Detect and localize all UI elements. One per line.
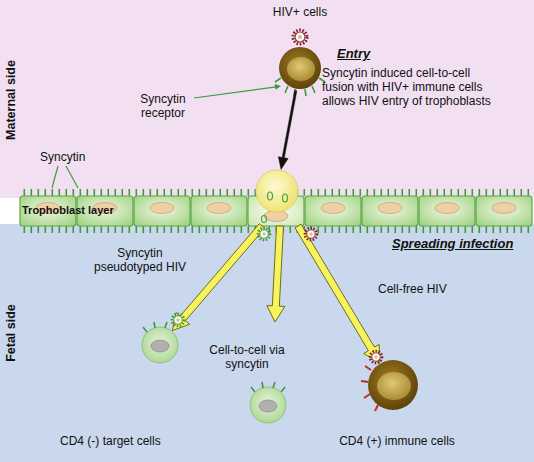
trophoblast-cell <box>305 196 361 226</box>
node-label: HIV+ cells <box>273 5 327 19</box>
pseudotyped-virus <box>172 314 184 326</box>
section-heading: Entry <box>337 46 370 61</box>
trophoblast-nucleus <box>492 203 516 214</box>
fused-hiv-cell <box>283 194 288 202</box>
trophoblast-cell <box>134 196 190 226</box>
syncytin-receptor <box>154 322 155 328</box>
edge-label: Cell-free HIV <box>378 282 447 296</box>
spreading-arrow <box>295 224 380 362</box>
trophoblast-layer: Trophoblast layer <box>0 196 534 226</box>
hiv-virus <box>370 351 382 363</box>
node-label: Maternal side <box>4 60 19 140</box>
fused-hiv-cell <box>262 216 267 223</box>
node-label: CD4 (+) immune cells <box>339 434 455 448</box>
cd4-receptor <box>365 366 371 370</box>
node-label: Fetal side <box>4 304 19 362</box>
trophoblast-cell <box>191 196 247 226</box>
hiv-virus <box>305 228 317 240</box>
syncytin-receptor <box>273 382 275 388</box>
hiv-virus <box>374 355 377 358</box>
hiv-virus <box>372 353 380 361</box>
trophoblast-cell <box>419 196 475 226</box>
spreading-arrow <box>172 224 264 331</box>
cd4-negative-cell <box>250 387 286 423</box>
leader-line <box>52 84 281 188</box>
syncytin-receptor <box>281 387 285 392</box>
cd4-negative-cell <box>259 400 277 412</box>
trophoblast-nucleus <box>207 203 231 214</box>
syncytin-receptor <box>251 387 255 392</box>
pseudotyped-virus <box>258 228 270 240</box>
pseudotyped-virus <box>260 230 268 238</box>
edge-label: Syncytin pseudotyped HIV <box>88 246 192 274</box>
hiv-virus <box>298 35 302 39</box>
description-text: Syncytin induced cell-to-cell fusion wit… <box>322 66 500 108</box>
callout-label: Syncytin receptor <box>131 92 195 120</box>
trophoblast-cell <box>476 196 532 226</box>
leader-line <box>194 87 276 98</box>
syncytin-receptor <box>262 382 263 388</box>
cd4-positive-cell <box>368 360 418 410</box>
fused-hiv-cell <box>268 192 273 200</box>
trophoblast-cell <box>362 196 418 226</box>
cd4-receptor <box>361 381 368 382</box>
node-label: Trophoblast layer <box>22 204 114 217</box>
leader-line <box>275 84 281 90</box>
cd4-negative-cell <box>151 340 169 352</box>
pseudotyped-virus <box>176 318 179 321</box>
cd4-negative-cells: CD4 (-) target cells <box>55 322 305 452</box>
cd4-negative-cell <box>142 327 178 363</box>
pseudotyped-virus <box>262 232 265 235</box>
pseudotyped-virus <box>172 228 270 326</box>
fused-hiv-cell <box>256 170 298 212</box>
entry-arrow <box>278 90 297 169</box>
syncytin-receptor <box>305 89 306 96</box>
syncytin-receptor <box>312 86 315 93</box>
fetal-background <box>0 224 534 462</box>
syncytin-receptor <box>275 78 281 82</box>
leader-line <box>66 166 78 188</box>
pseudotyped-virus <box>174 316 182 324</box>
hiv-virus <box>293 30 307 44</box>
hiv-positive-cell <box>279 47 321 89</box>
fetal-background <box>0 224 534 462</box>
syncytin-receptor <box>143 327 147 332</box>
hiv-virus <box>295 32 305 42</box>
cd4-receptor <box>361 366 378 411</box>
maternal-background <box>0 0 534 198</box>
syncytin-receptor <box>165 322 167 328</box>
cd4-negative-cell <box>142 327 286 423</box>
section-heading: Spreading infection <box>392 236 513 251</box>
hiv-virus <box>309 232 312 235</box>
hiv-positive-cell <box>287 57 315 81</box>
leader-line <box>52 166 58 188</box>
maternal-background <box>0 0 534 198</box>
hiv-virus <box>307 230 315 238</box>
syncytin-receptor <box>285 86 288 93</box>
node-label: CD4 (-) target cells <box>60 434 161 448</box>
trophoblast-nucleus <box>321 203 345 214</box>
edge-label: Cell-to-cell via syncytin <box>195 343 299 371</box>
hiv-positive-cell <box>279 47 321 89</box>
spreading-arrow <box>267 226 285 322</box>
cd4-positive-cell: CD4 (+) immune cells <box>338 356 456 450</box>
cd4-receptor <box>364 394 370 398</box>
cd4-receptor <box>375 405 378 411</box>
trophoblast-nucleus <box>435 203 459 214</box>
trophoblast-nucleus <box>378 203 402 214</box>
callout-label: Syncytin <box>40 150 85 164</box>
cd4-positive-cell <box>368 360 418 410</box>
cd4-positive-cell <box>377 372 411 400</box>
trophoblast-nucleus <box>150 203 174 214</box>
syncytin-receptor <box>275 78 325 96</box>
fused-hiv-cell <box>256 170 298 223</box>
